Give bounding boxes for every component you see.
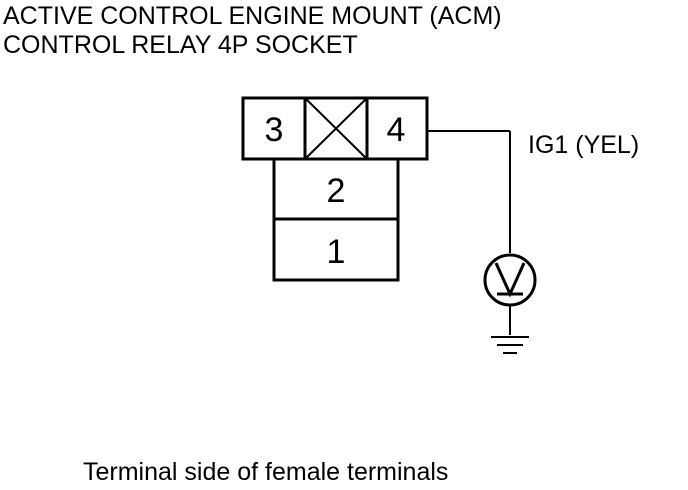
voltmeter-icon — [483, 253, 537, 307]
terminal-1-cell — [272, 217, 400, 282]
terminal-2-label: 2 — [327, 172, 346, 210]
unused-cavity-cross-icon — [304, 97, 368, 160]
terminal-3-label: 3 — [265, 111, 284, 149]
terminal-1-label: 1 — [327, 233, 346, 271]
diagram-caption: Terminal side of female terminals — [83, 458, 449, 486]
ig1-wire — [427, 130, 511, 253]
terminal-4-label: 4 — [387, 111, 406, 149]
ig1-wire-label: IG1 (YEL) — [528, 131, 639, 159]
relay-socket-connector — [241, 96, 429, 282]
diagram-title-line-2: CONTROL RELAY 4P SOCKET — [3, 31, 358, 59]
ground-icon — [491, 336, 529, 354]
diagram-title-line-1: ACTIVE CONTROL ENGINE MOUNT (ACM) — [3, 2, 502, 30]
